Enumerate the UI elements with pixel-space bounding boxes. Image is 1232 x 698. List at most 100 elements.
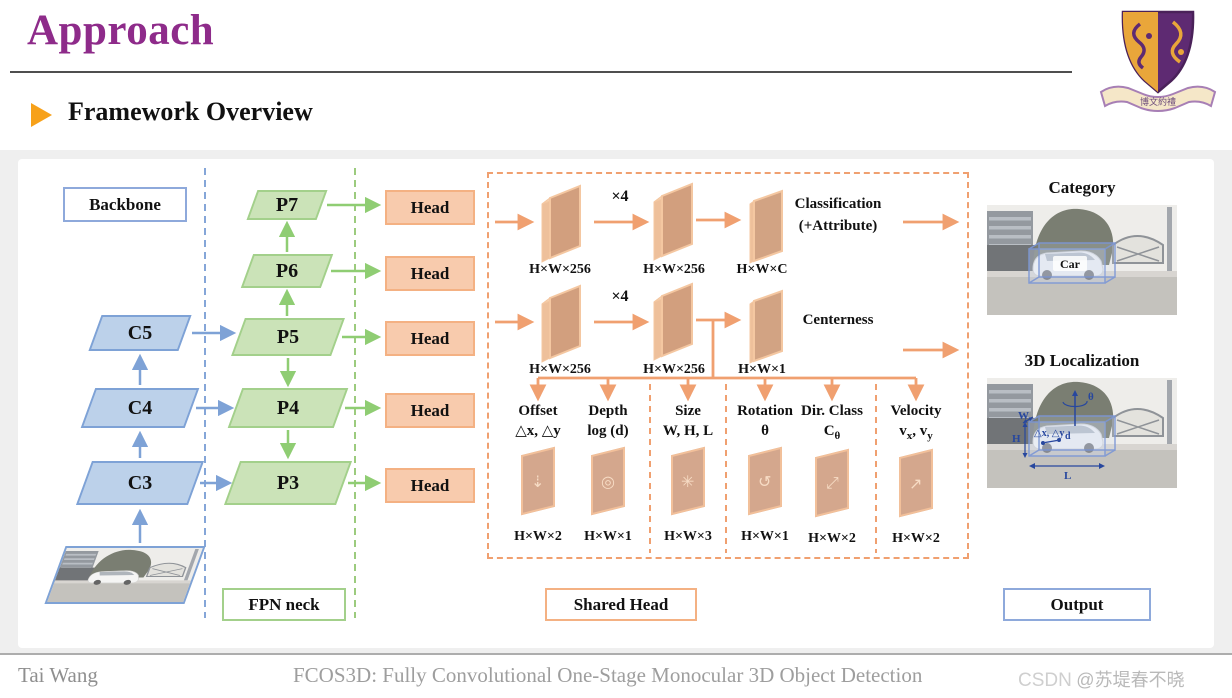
fpn-neck-label: FPN neck: [222, 588, 346, 621]
rotation-icon: ↺: [748, 446, 782, 516]
page-title: Approach: [27, 7, 215, 54]
target-subtitle-part: log (d): [587, 422, 629, 439]
offset-icon: ⇣: [521, 446, 555, 516]
csdn-watermark: CSDN @苏堤春不晓: [1018, 666, 1185, 692]
block-label: P3: [276, 471, 300, 494]
rotation-icon-glyph: ↺: [758, 471, 772, 491]
target-dim-label: H×W×2: [514, 529, 562, 544]
target-dim-label: H×W×3: [664, 529, 712, 544]
target-subtitle-part: , v: [912, 422, 928, 439]
target-velocity: Velocity vx, vy ↗ H×W×2: [870, 402, 962, 547]
target-subtitle-part: v: [899, 422, 907, 439]
head-box: Head: [385, 190, 475, 225]
footer-paper-title: FCOS3D: Fully Convolutional One-Stage Mo…: [293, 663, 923, 687]
fpn-block-p5: P5: [231, 318, 345, 356]
input-image: [44, 546, 206, 604]
target-size: Size W, H, L ✳ H×W×3: [642, 402, 734, 545]
category-output-image: Car: [987, 205, 1177, 315]
dim-label: H×W×256: [643, 262, 705, 277]
target-dim-label: H×W×2: [808, 530, 856, 546]
dim-label: H×W×256: [529, 262, 591, 277]
section-bullet-icon: [31, 103, 52, 127]
depth-icon: ◎: [591, 446, 625, 516]
dim-label: H×W×1: [738, 362, 786, 377]
feature-map-slab: [744, 188, 788, 269]
target-offset: Offset△x, △y⇣H×W×2: [492, 402, 584, 545]
phoenix-left: [1132, 22, 1146, 70]
conv-layer-slab: [653, 282, 693, 361]
size-icon: ✳: [671, 446, 705, 516]
fpn-block-p3: P3: [223, 461, 353, 505]
head-box: Head: [385, 256, 475, 291]
output-label: Output: [1003, 588, 1151, 621]
direction-icon-glyph: ⤢: [825, 472, 839, 492]
target-rotation: Rotation θ ↺ H×W×1: [719, 402, 811, 545]
dim-label: H×W×256: [643, 362, 705, 377]
target-dim-label: H×W×1: [741, 529, 789, 544]
target-subtitle-part: △x, △y: [515, 422, 561, 439]
target-subtitle-part: W, H, L: [662, 422, 714, 439]
motto-ribbon: [1099, 85, 1217, 112]
output-layer-slab: [749, 189, 783, 264]
footer-rule: [0, 653, 1232, 655]
target-dim-label: H×W×2: [892, 530, 940, 546]
branch-label: (+Attribute): [798, 218, 878, 234]
block-label: C4: [127, 396, 153, 419]
feature-map-slab: [538, 182, 586, 269]
watermark-handle: @苏堤春不晓: [1076, 670, 1185, 690]
h-label: H: [1012, 433, 1021, 445]
block-label: P4: [276, 396, 300, 419]
target-subtitle: log (d): [587, 422, 628, 442]
feature-map-slab: [650, 180, 698, 267]
branch-label: Centerness: [802, 312, 874, 328]
target-subtitle-part: x: [906, 429, 913, 442]
size-icon-glyph: ✳: [681, 471, 695, 491]
target-subtitle: Cθ: [824, 422, 841, 443]
head-box: Head: [385, 468, 475, 503]
cuhk-logo: 博文約禮: [1099, 10, 1217, 112]
repeat-label: ×4: [611, 288, 629, 305]
l-label: L: [1064, 470, 1071, 482]
feature-map-slab: [744, 288, 788, 369]
target-title: Rotation: [737, 403, 793, 419]
target-dim-label: H×W×1: [584, 529, 632, 544]
fpn-block-p7: P7: [246, 190, 328, 220]
backbone-block-c3: C3: [75, 461, 205, 505]
dim-label: H×W×256: [529, 362, 591, 377]
localization-title: 3D Localization: [1024, 351, 1140, 370]
d-label: d: [1065, 431, 1071, 442]
velocity-icon-glyph: ↗: [909, 473, 923, 493]
backbone-block-c4: C4: [80, 388, 200, 428]
output-layer-slab: [749, 289, 783, 364]
fpn-block-p4: P4: [227, 388, 349, 428]
target-depth: Depth log (d) ◎ H×W×1: [562, 402, 654, 545]
w-label: W: [1018, 410, 1029, 422]
target-subtitle: △x, △y: [515, 422, 561, 442]
shared-head-box: [487, 172, 969, 559]
target-subtitle-part: y: [927, 429, 933, 442]
feature-map-slab: [538, 282, 586, 369]
input-image-frame: [44, 546, 206, 604]
street-scene-photo: Car: [987, 205, 1177, 315]
branch-label: Classification: [794, 196, 882, 212]
target-subtitle: W, H, L: [663, 422, 713, 442]
conv-layer-slab: [541, 284, 581, 363]
fpn-block-p6: P6: [240, 254, 334, 288]
block-label: P7: [275, 193, 299, 216]
target-title: Velocity: [890, 403, 942, 419]
shield-left: [1122, 12, 1158, 92]
target-title: Depth: [588, 403, 628, 419]
bbox-3d: [1028, 415, 1116, 457]
target-subtitle: θ: [761, 422, 769, 442]
head-box: Head: [385, 321, 475, 356]
target-title: Size: [675, 403, 701, 419]
block-label: P6: [275, 259, 299, 282]
backbone-label: Backbone: [63, 187, 187, 222]
depth-icon-glyph: ◎: [601, 471, 615, 491]
section-heading: Framework Overview: [68, 97, 313, 126]
target-subtitle-part: θ: [834, 429, 841, 442]
